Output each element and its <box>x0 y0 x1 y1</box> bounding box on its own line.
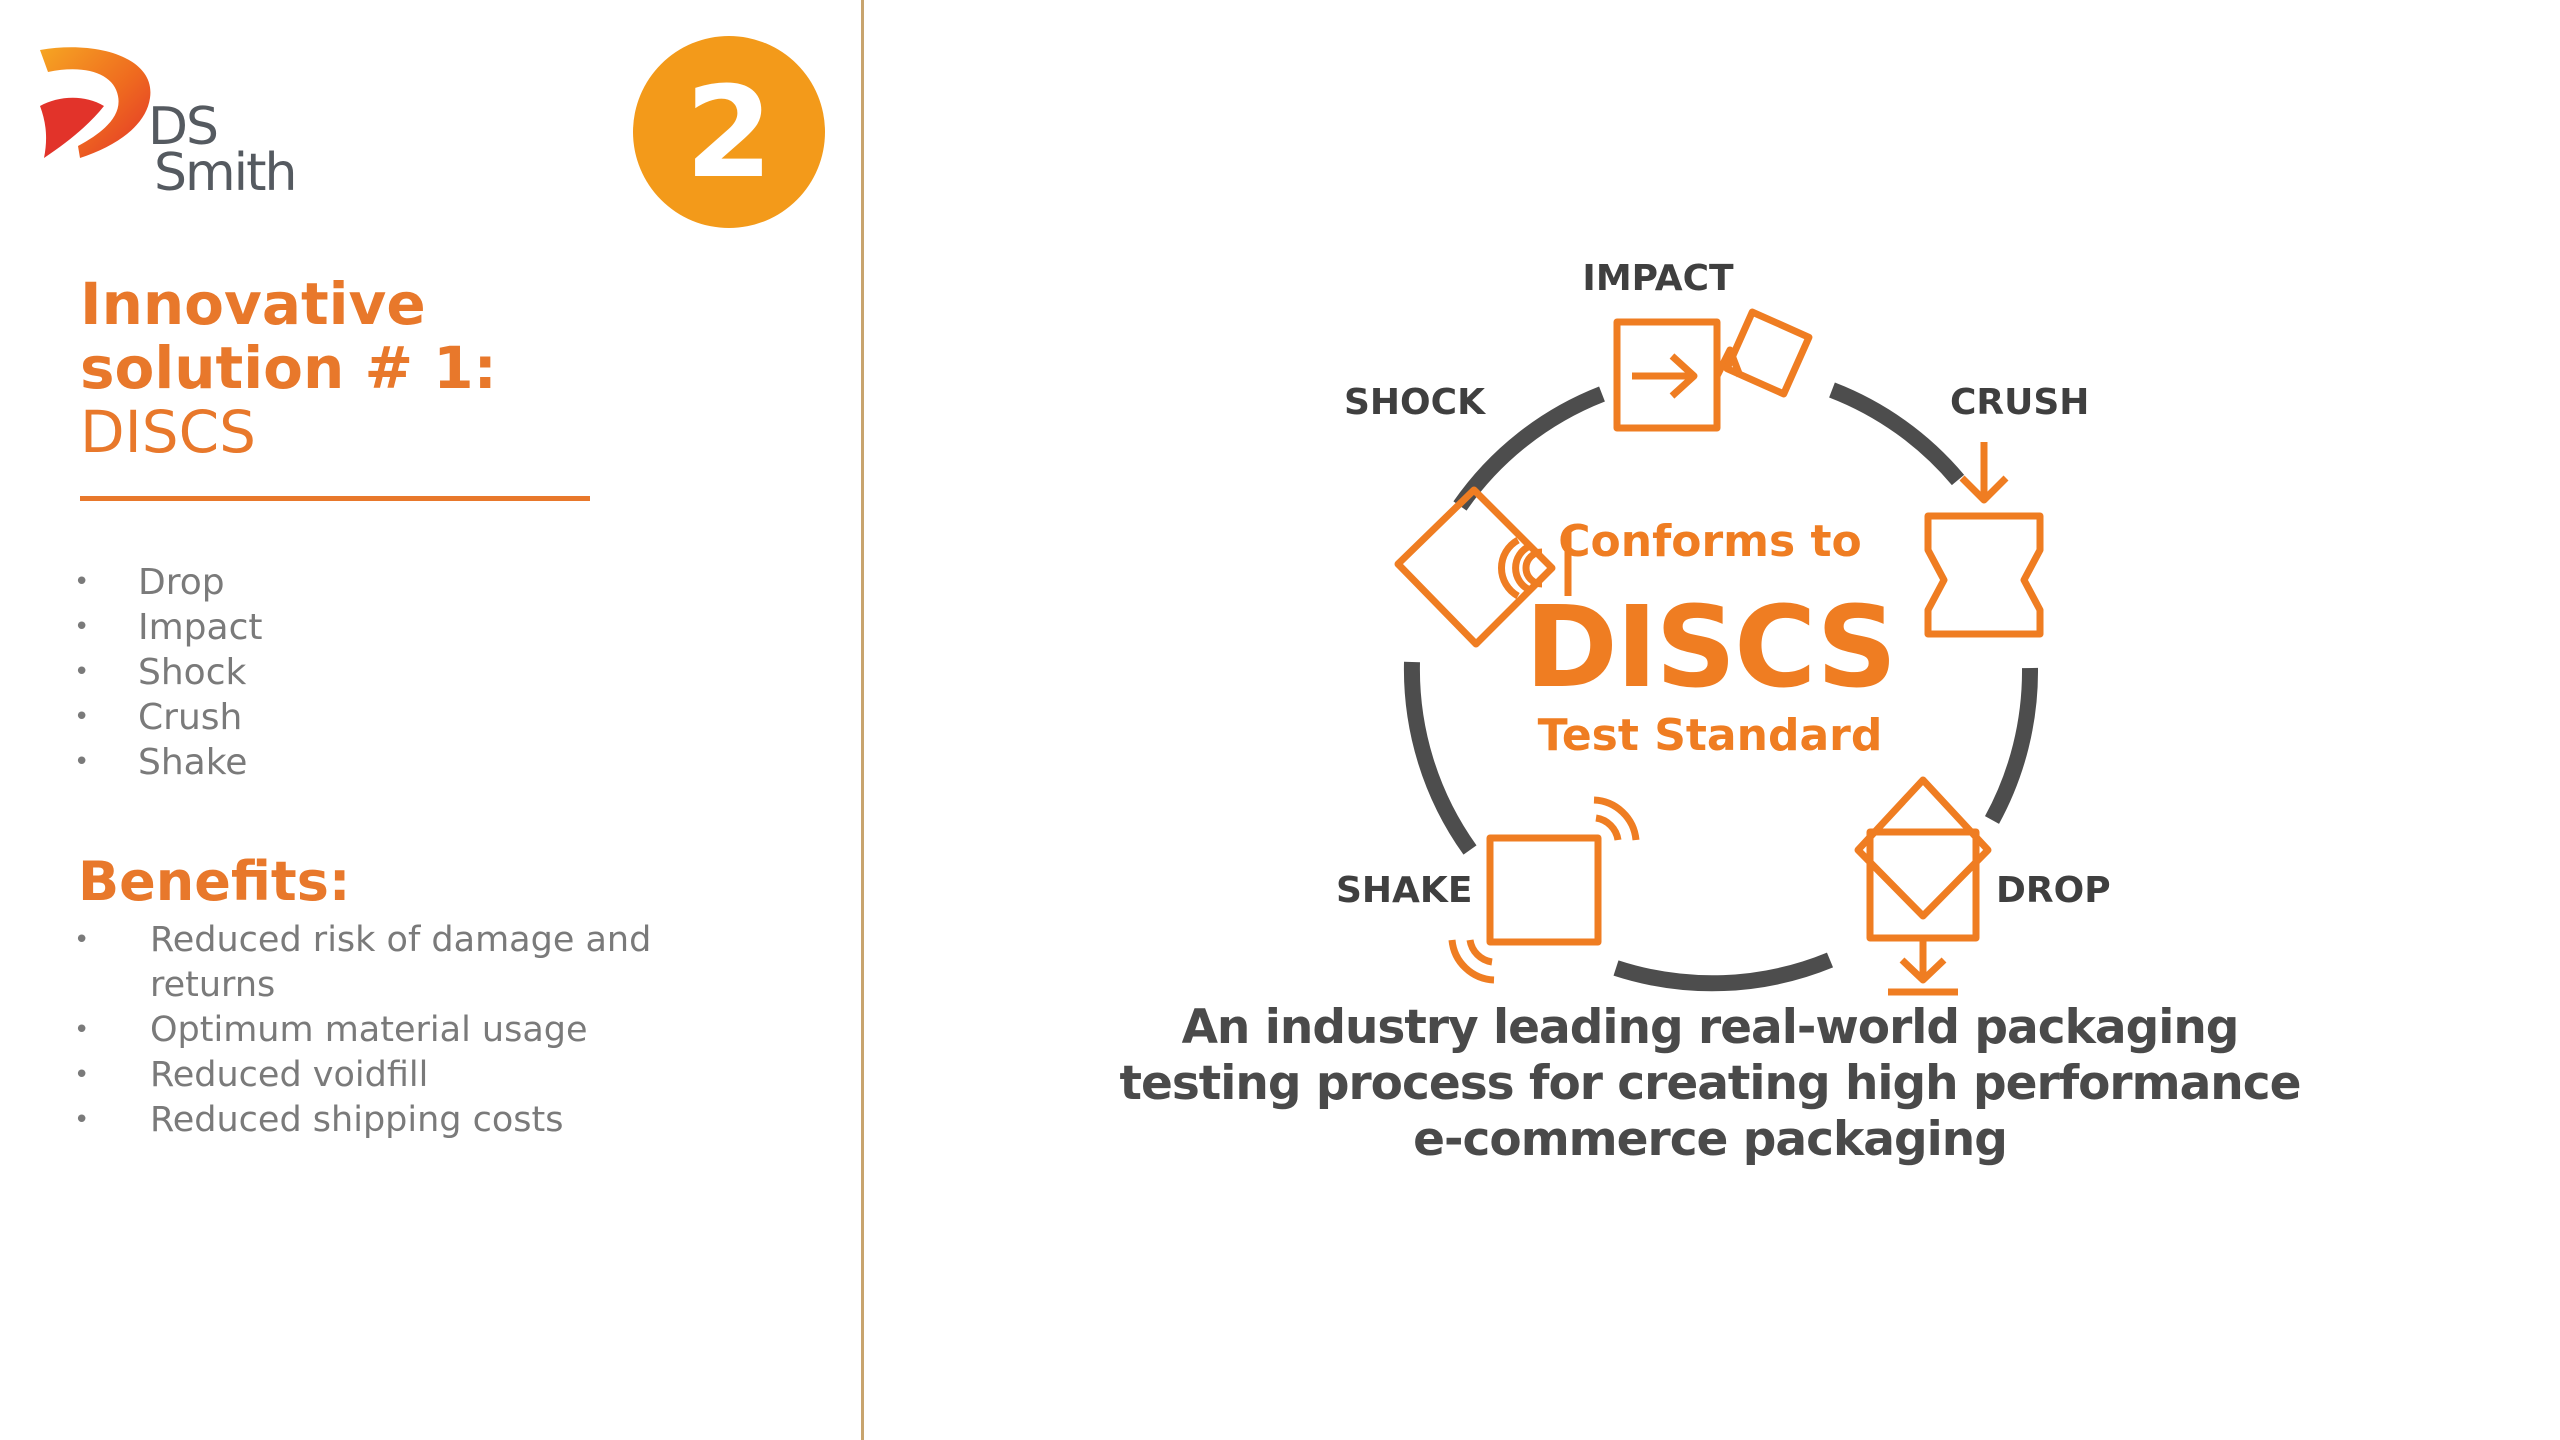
label-shake: SHAKE <box>1336 870 1472 911</box>
label-drop: DROP <box>1996 870 2111 911</box>
tagline-line-1: An industry leading real-world packaging <box>1181 1000 2240 1055</box>
vertical-divider <box>861 0 864 1440</box>
tagline-line-3: e-commerce packaging <box>1413 1112 2008 1167</box>
logo-line-2: Smith <box>154 143 297 203</box>
ring-arc-shake-shock <box>1403 661 1477 855</box>
benefits-list: Reduced risk of damage and returns Optim… <box>72 918 772 1143</box>
center-test-standard: Test Standard <box>1538 710 1883 761</box>
drop-icon <box>1854 776 1992 996</box>
list-item: Shock <box>72 650 263 695</box>
ds-smith-logo: DS Smith <box>38 46 298 216</box>
label-impact: IMPACT <box>1582 258 1734 299</box>
shake-icon <box>1448 796 1640 984</box>
badge-number: 2 <box>685 58 773 206</box>
list-item: Impact <box>72 605 263 650</box>
slide-number-badge: 2 <box>633 36 825 228</box>
center-conforms-to: Conforms to <box>1558 516 1862 567</box>
section-heading: Innovative solution # 1: DISCS <box>80 272 497 464</box>
discs-cycle-diagram: IMPACT CRUSH SHOCK SHAKE DROP Conforms t… <box>1336 258 2111 996</box>
ds-smith-logo-mark-icon <box>40 47 151 159</box>
list-item: Drop <box>72 560 263 605</box>
ring-arc-drop-shake <box>1613 952 1834 992</box>
heading-line-2: solution # 1: <box>80 334 497 402</box>
list-item: Shake <box>72 740 263 785</box>
ring-arc-crush-drop <box>1984 667 2039 824</box>
heading-underline <box>80 496 590 501</box>
list-item: Reduced voidfill <box>72 1053 772 1098</box>
logo-text: DS Smith <box>148 101 297 203</box>
list-item: Crush <box>72 695 263 740</box>
list-item: Optimum material usage <box>72 1008 772 1053</box>
impact-icon <box>1613 308 1813 432</box>
test-list: Drop Impact Shock Crush Shake <box>72 560 263 785</box>
heading-line-1: Innovative <box>80 270 426 338</box>
list-item: Reduced risk of damage and returns <box>72 918 772 1008</box>
ring-arc-impact-crush <box>1829 382 1965 486</box>
tagline-line-2: testing process for creating high perfor… <box>1119 1056 2301 1111</box>
label-crush: CRUSH <box>1950 382 2089 423</box>
logo-line-1: DS <box>148 97 219 157</box>
tagline: An industry leading real-world packaging… <box>1110 1000 2310 1168</box>
center-discs: DISCS <box>1525 583 1895 713</box>
heading-line-3: DISCS <box>80 398 256 466</box>
list-item: Reduced shipping costs <box>72 1098 772 1143</box>
shock-icon <box>1394 486 1572 648</box>
benefits-title: Benefits: <box>78 850 351 913</box>
crush-icon <box>1924 442 2044 638</box>
label-shock: SHOCK <box>1344 382 1486 423</box>
